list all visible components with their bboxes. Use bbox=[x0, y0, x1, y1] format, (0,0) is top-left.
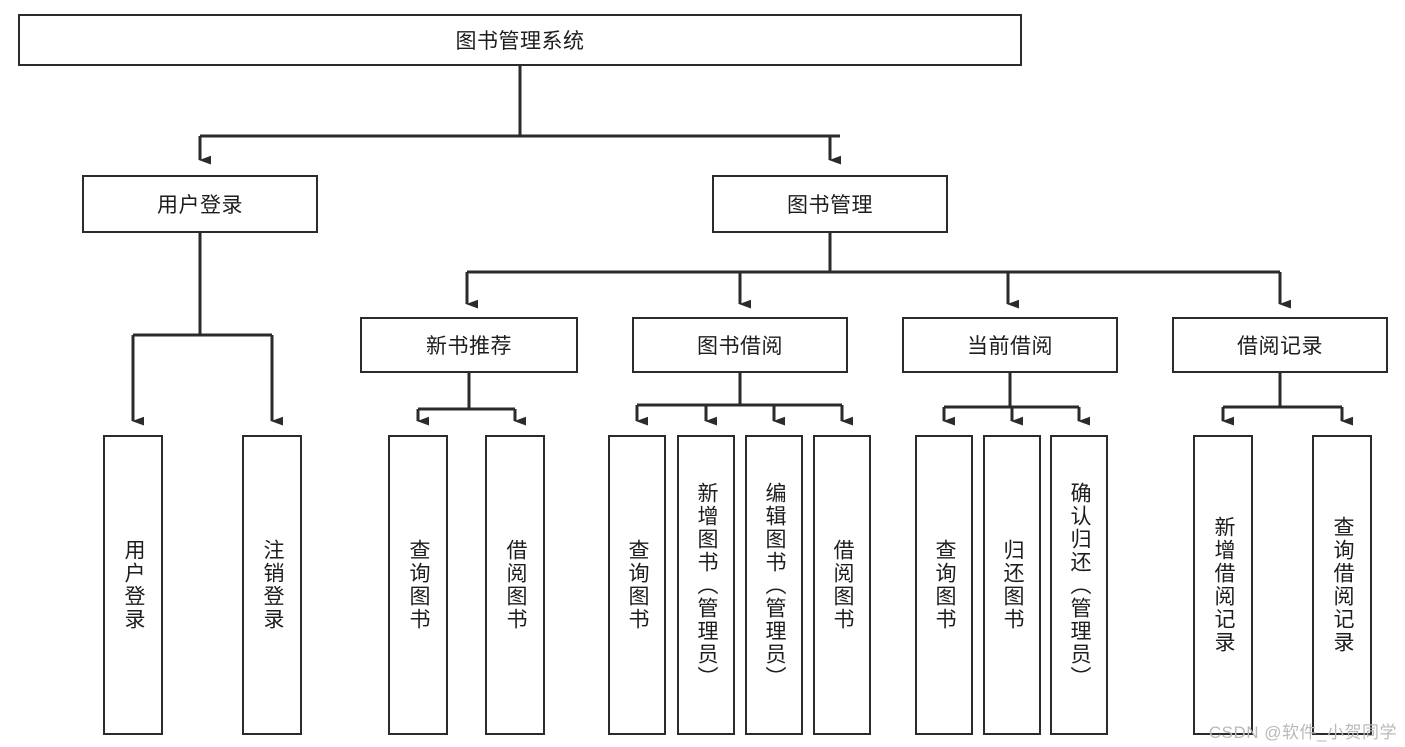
node-label: 图书管理 bbox=[787, 194, 873, 217]
node-leaf-query-book-borrow[interactable]: 查询图书 bbox=[608, 435, 666, 735]
node-label: 归还图书 bbox=[1001, 539, 1025, 631]
node-new-book-recommend[interactable]: 新书推荐 bbox=[360, 317, 578, 373]
node-label: 查询图书 bbox=[933, 539, 957, 631]
node-leaf-add-borrow-record[interactable]: 新增借阅记录 bbox=[1193, 435, 1253, 735]
node-label: 借阅图书 bbox=[504, 539, 528, 631]
node-leaf-borrow-book-recommend[interactable]: 借阅图书 bbox=[485, 435, 545, 735]
node-label: 当前借阅 bbox=[967, 335, 1053, 358]
node-book-borrow[interactable]: 图书借阅 bbox=[632, 317, 848, 373]
node-label: 借阅记录 bbox=[1237, 335, 1323, 358]
node-label: 借阅图书 bbox=[831, 539, 855, 631]
node-leaf-user-login[interactable]: 用户登录 bbox=[103, 435, 163, 735]
node-label: 新增图书（管理员） bbox=[695, 481, 719, 689]
node-leaf-query-book-current[interactable]: 查询图书 bbox=[915, 435, 973, 735]
node-label: 查询借阅记录 bbox=[1331, 516, 1355, 654]
node-leaf-borrow-book[interactable]: 借阅图书 bbox=[813, 435, 871, 735]
node-user-login[interactable]: 用户登录 bbox=[82, 175, 318, 233]
watermark-text: CSDN @软件_小贺同学 bbox=[1208, 723, 1397, 742]
node-label: 查询图书 bbox=[407, 539, 431, 631]
node-leaf-confirm-return-admin[interactable]: 确认归还（管理员） bbox=[1050, 435, 1108, 735]
node-borrow-record[interactable]: 借阅记录 bbox=[1172, 317, 1388, 373]
node-label: 注销登录 bbox=[261, 539, 285, 631]
node-leaf-logout[interactable]: 注销登录 bbox=[242, 435, 302, 735]
node-leaf-add-book-admin[interactable]: 新增图书（管理员） bbox=[677, 435, 735, 735]
node-label: 确认归还（管理员） bbox=[1068, 481, 1092, 689]
node-label: 用户登录 bbox=[157, 194, 243, 217]
node-current-borrow[interactable]: 当前借阅 bbox=[902, 317, 1118, 373]
node-label: 查询图书 bbox=[626, 539, 650, 631]
node-leaf-query-borrow-record[interactable]: 查询借阅记录 bbox=[1312, 435, 1372, 735]
node-label: 新增借阅记录 bbox=[1212, 516, 1236, 654]
node-leaf-edit-book-admin[interactable]: 编辑图书（管理员） bbox=[745, 435, 803, 735]
node-label: 图书管理系统 bbox=[455, 30, 585, 53]
node-book-manage[interactable]: 图书管理 bbox=[712, 175, 948, 233]
node-label: 新书推荐 bbox=[426, 335, 512, 358]
node-root-system[interactable]: 图书管理系统 bbox=[18, 14, 1022, 66]
node-label: 图书借阅 bbox=[697, 335, 783, 358]
node-leaf-query-book-recommend[interactable]: 查询图书 bbox=[388, 435, 448, 735]
node-label: 编辑图书（管理员） bbox=[763, 481, 787, 689]
node-leaf-return-book[interactable]: 归还图书 bbox=[983, 435, 1041, 735]
node-label: 用户登录 bbox=[122, 539, 146, 631]
